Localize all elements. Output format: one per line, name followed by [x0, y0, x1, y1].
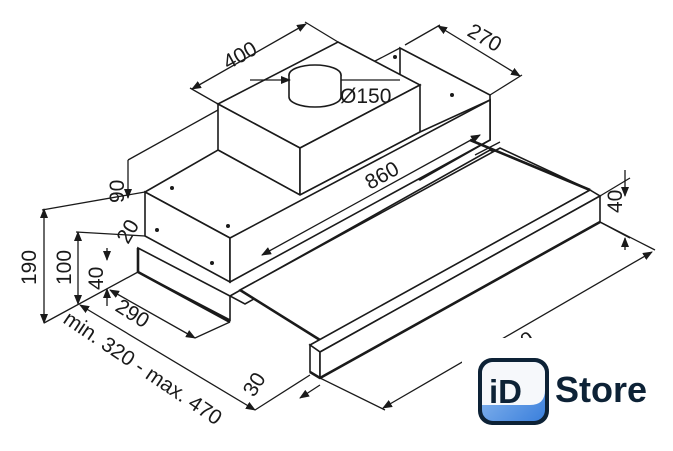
- dim-visor-height: 40: [604, 190, 627, 213]
- dim-total-height: 190: [18, 250, 41, 285]
- dim-duct-diameter: Ø150: [340, 85, 391, 108]
- dim-visor-gap: 20: [112, 216, 144, 248]
- dim-rear-depth: 270: [464, 19, 506, 56]
- idstore-logo: iD Store: [462, 338, 672, 451]
- dim-chimney-height: 90: [106, 180, 129, 203]
- dim-chimney-width: 400: [219, 37, 261, 74]
- dim-front-height: 40: [85, 267, 108, 290]
- logo-name: Store: [555, 369, 647, 410]
- dim-visor-depth: 30: [239, 369, 271, 401]
- logo-mark: iD: [489, 373, 522, 410]
- dimension-lines: [40, 21, 656, 411]
- dim-body-height: 100: [53, 250, 76, 285]
